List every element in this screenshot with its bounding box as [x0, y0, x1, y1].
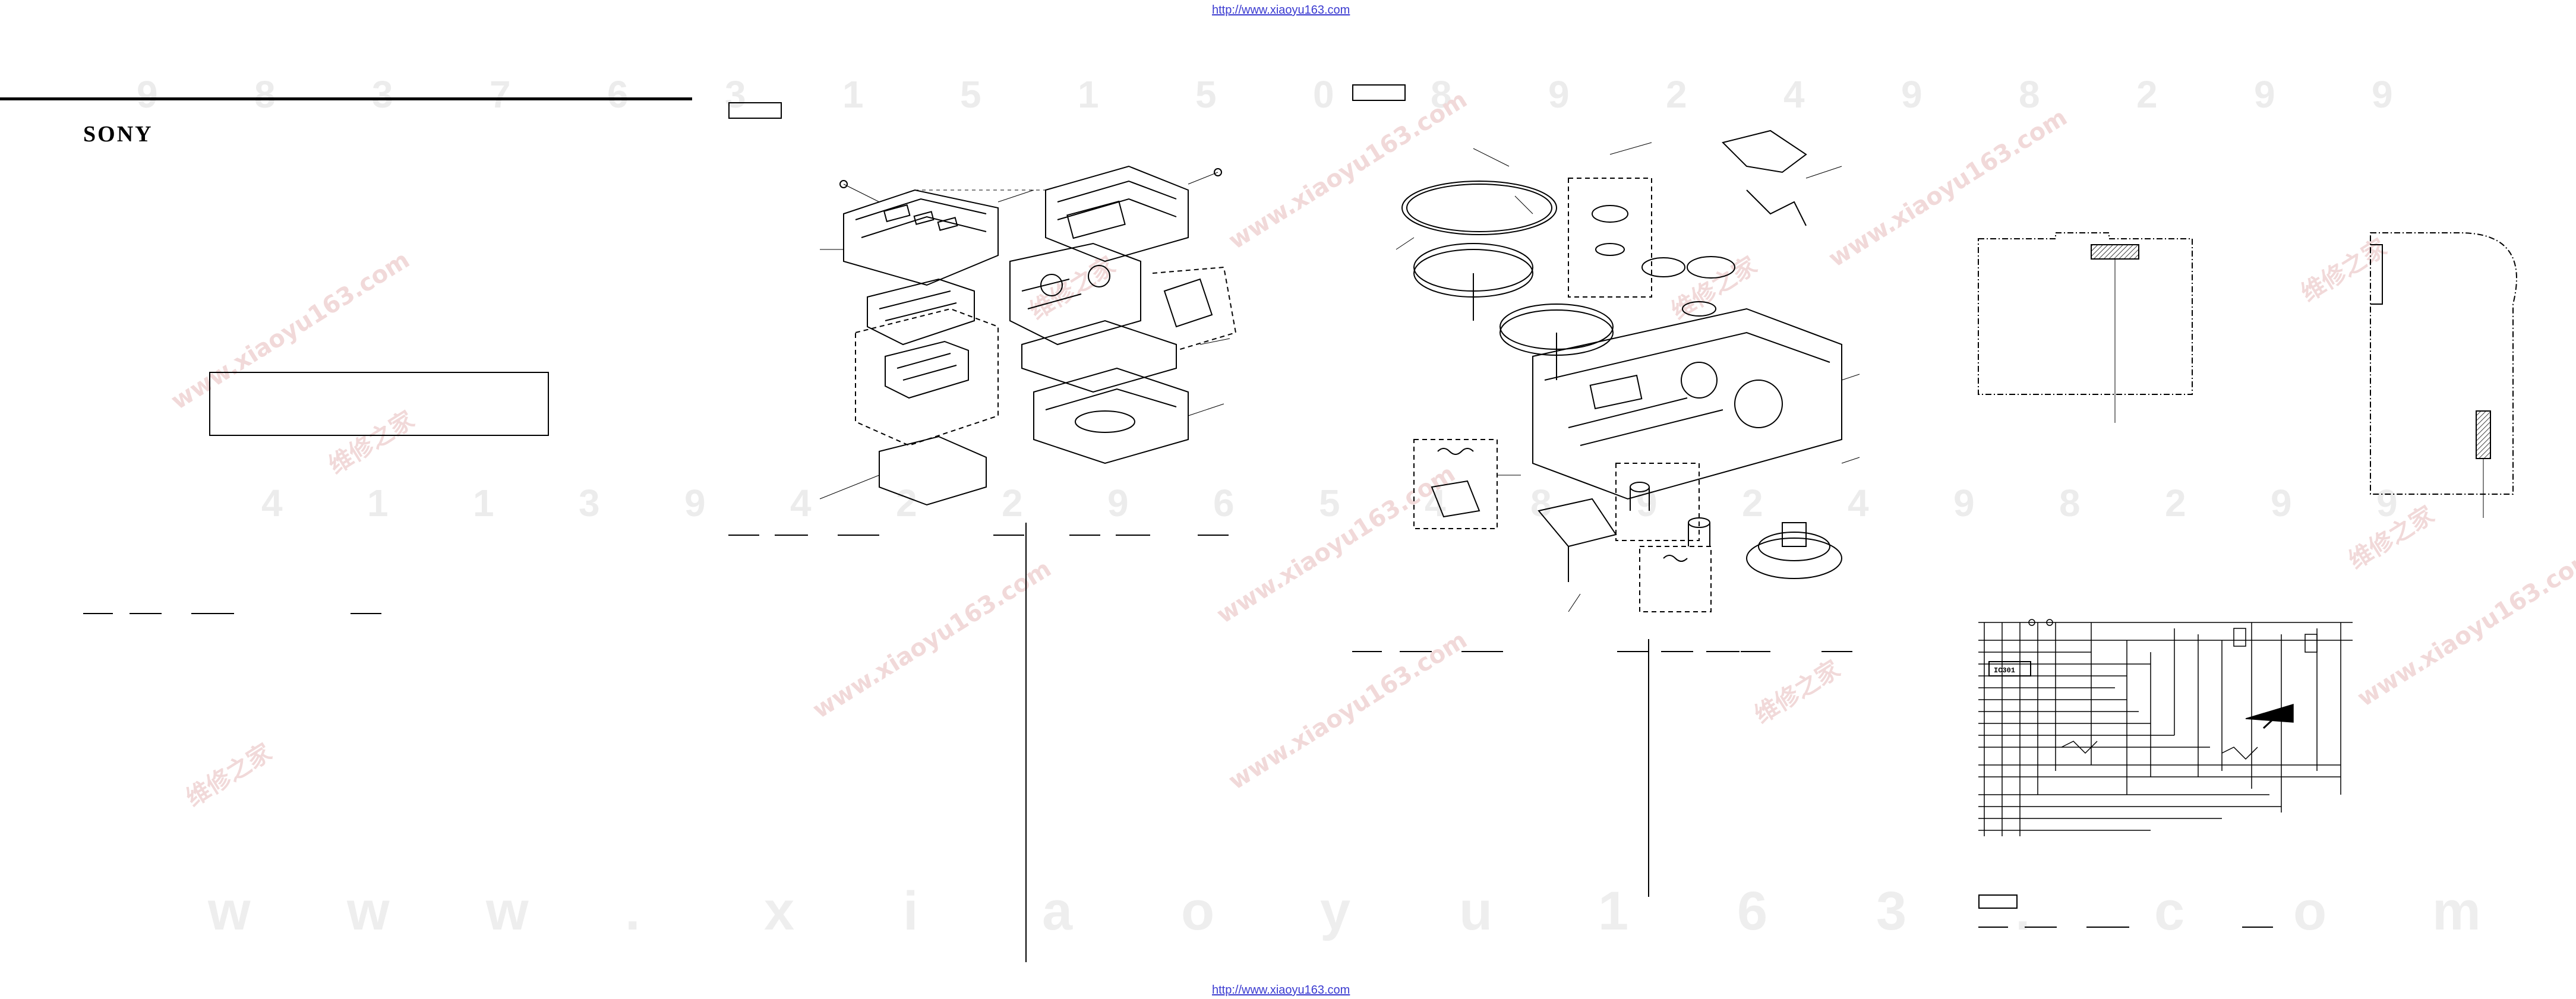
- exploded-view-mechanism-diagram: [1396, 129, 1860, 612]
- watermark-diagonal-text: www.xiaoyu163.com: [1224, 626, 1472, 796]
- watermark-digit: 1: [367, 482, 389, 524]
- watermark-char: o: [2293, 881, 2327, 941]
- watermark-char: .: [625, 881, 640, 941]
- watermark-diagonal-text: www.xiaoyu163.com: [2353, 543, 2576, 713]
- watermark-diagonal-text: www.xiaoyu163.com: [808, 555, 1056, 725]
- watermark-digit: 0: [1313, 73, 1334, 116]
- watermark-digit: 9: [1901, 73, 1922, 116]
- section2-label-box: [728, 102, 782, 119]
- watermark-digit: 1: [1078, 73, 1099, 116]
- watermark-char: 1: [1598, 881, 1629, 941]
- watermark-diagonal-text: 维修之家: [1750, 655, 1845, 729]
- watermark-digit: 8: [254, 73, 276, 116]
- section3-column-divider: [1648, 639, 1649, 897]
- watermark-diagonal-text: 维修之家: [181, 738, 277, 813]
- watermark-char: w: [486, 881, 529, 941]
- watermark-digit: 9: [2372, 73, 2393, 116]
- circuit-schematic: IC301: [1978, 619, 2353, 836]
- watermark-digit: 5: [1195, 73, 1217, 116]
- watermark-char: w: [208, 881, 251, 941]
- watermark-char: o: [1181, 881, 1215, 941]
- watermark-digit: 7: [490, 73, 511, 116]
- watermark-digit: 3: [579, 482, 600, 524]
- watermark-digit: 4: [1848, 482, 1869, 524]
- footer-url[interactable]: http://www.xiaoyu163.com: [1212, 984, 1350, 997]
- watermark-char: c: [2154, 881, 2185, 941]
- cover-top-rule: [0, 97, 692, 100]
- watermark-digit: 8: [1530, 482, 1552, 524]
- watermark-digit: 4: [261, 482, 283, 524]
- watermark-digit: 5: [960, 73, 981, 116]
- watermark-digit: 8: [2019, 73, 2040, 116]
- watermark-digit: 2: [1002, 482, 1023, 524]
- watermark-digit: 4: [1425, 482, 1446, 524]
- watermark-char: 3: [1876, 881, 1907, 941]
- watermark-digit: 1: [842, 73, 864, 116]
- watermark-char: u: [1459, 881, 1493, 941]
- watermark-digit: 8: [2059, 482, 2081, 524]
- watermark-char: a: [1042, 881, 1073, 941]
- section3-label-box: [1352, 84, 1406, 101]
- watermark-digit: 6: [1213, 482, 1235, 524]
- watermark-digit: 5: [1319, 482, 1340, 524]
- watermark-digit: 2: [2136, 73, 2158, 116]
- section4-label-box: [1978, 894, 2018, 909]
- watermark-digit: 9: [2271, 482, 2292, 524]
- board-outline-diagram: [1978, 232, 2517, 518]
- section2-column-divider: [1025, 523, 1027, 962]
- watermark-digit: 1: [473, 482, 494, 524]
- watermark-digit: 9: [2376, 482, 2398, 524]
- watermark-char: m: [2432, 881, 2481, 941]
- watermark-digit: 2: [896, 482, 917, 524]
- watermark-digit: 9: [1548, 73, 1570, 116]
- watermark-digit: 9: [1636, 482, 1658, 524]
- watermark-digit: 9: [1953, 482, 1975, 524]
- ic301-label: IC301: [1994, 666, 2015, 675]
- sony-logo: SONY: [83, 122, 153, 147]
- exploded-view-case-diagram: [819, 165, 1237, 506]
- watermark-digit: 9: [2254, 73, 2275, 116]
- watermark-char: i: [903, 881, 918, 941]
- watermark-digit: 9: [137, 73, 158, 116]
- watermark-digit: 2: [2165, 482, 2186, 524]
- watermark-char: w: [347, 881, 390, 941]
- cover-notice-box: [209, 372, 549, 436]
- watermark-char: x: [764, 881, 795, 941]
- watermark-digit: 6: [607, 73, 629, 116]
- watermark-digit: 2: [1666, 73, 1687, 116]
- watermark-digit: 4: [1783, 73, 1805, 116]
- watermark-digit: 9: [684, 482, 706, 524]
- watermark-char: .: [2015, 881, 2031, 941]
- watermark-char: y: [1320, 881, 1351, 941]
- watermark-char: 6: [1737, 881, 1768, 941]
- watermark-digit: 3: [725, 73, 746, 116]
- watermark-digit: 2: [1742, 482, 1763, 524]
- watermark-digit: 8: [1431, 73, 1452, 116]
- watermark-digit: 9: [1107, 482, 1129, 524]
- watermark-digit: 4: [790, 482, 812, 524]
- watermark-digit: 3: [372, 73, 393, 116]
- header-url[interactable]: http://www.xiaoyu163.com: [1212, 4, 1350, 17]
